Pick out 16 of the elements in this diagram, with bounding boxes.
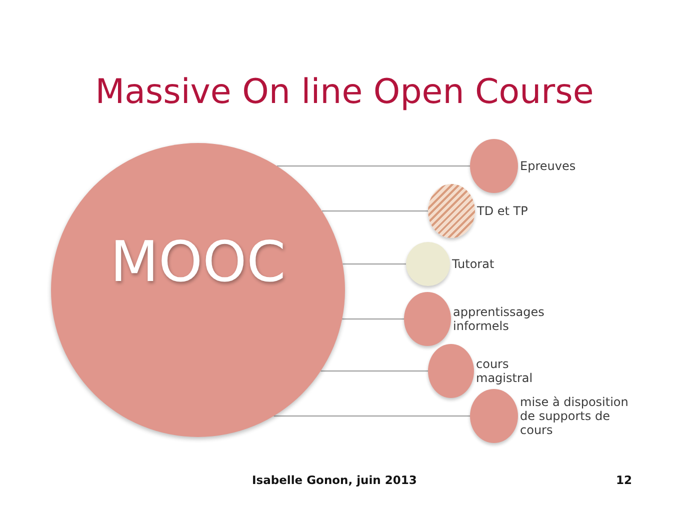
node-label: TD et TP — [477, 204, 529, 218]
node-label: Tutorat — [452, 257, 496, 271]
connector-line — [276, 165, 470, 167]
connector-line — [342, 263, 406, 265]
connector-line — [274, 415, 470, 417]
slide-title: Massive On line Open Course — [94, 71, 595, 114]
connector-line — [342, 318, 404, 320]
page-number: 12 — [616, 472, 632, 489]
footer-note: Isabelle Gonon, juin 2013 — [252, 472, 417, 489]
node-label: MOOC — [110, 231, 286, 295]
node-label: Epreuves — [520, 159, 577, 173]
node-label: apprentissages informels — [453, 305, 546, 333]
connector-line — [322, 210, 428, 212]
connector-line — [320, 370, 428, 372]
node-label: cours magistral — [476, 357, 534, 385]
node-label: mise à disposition de supports de cours — [520, 395, 630, 437]
